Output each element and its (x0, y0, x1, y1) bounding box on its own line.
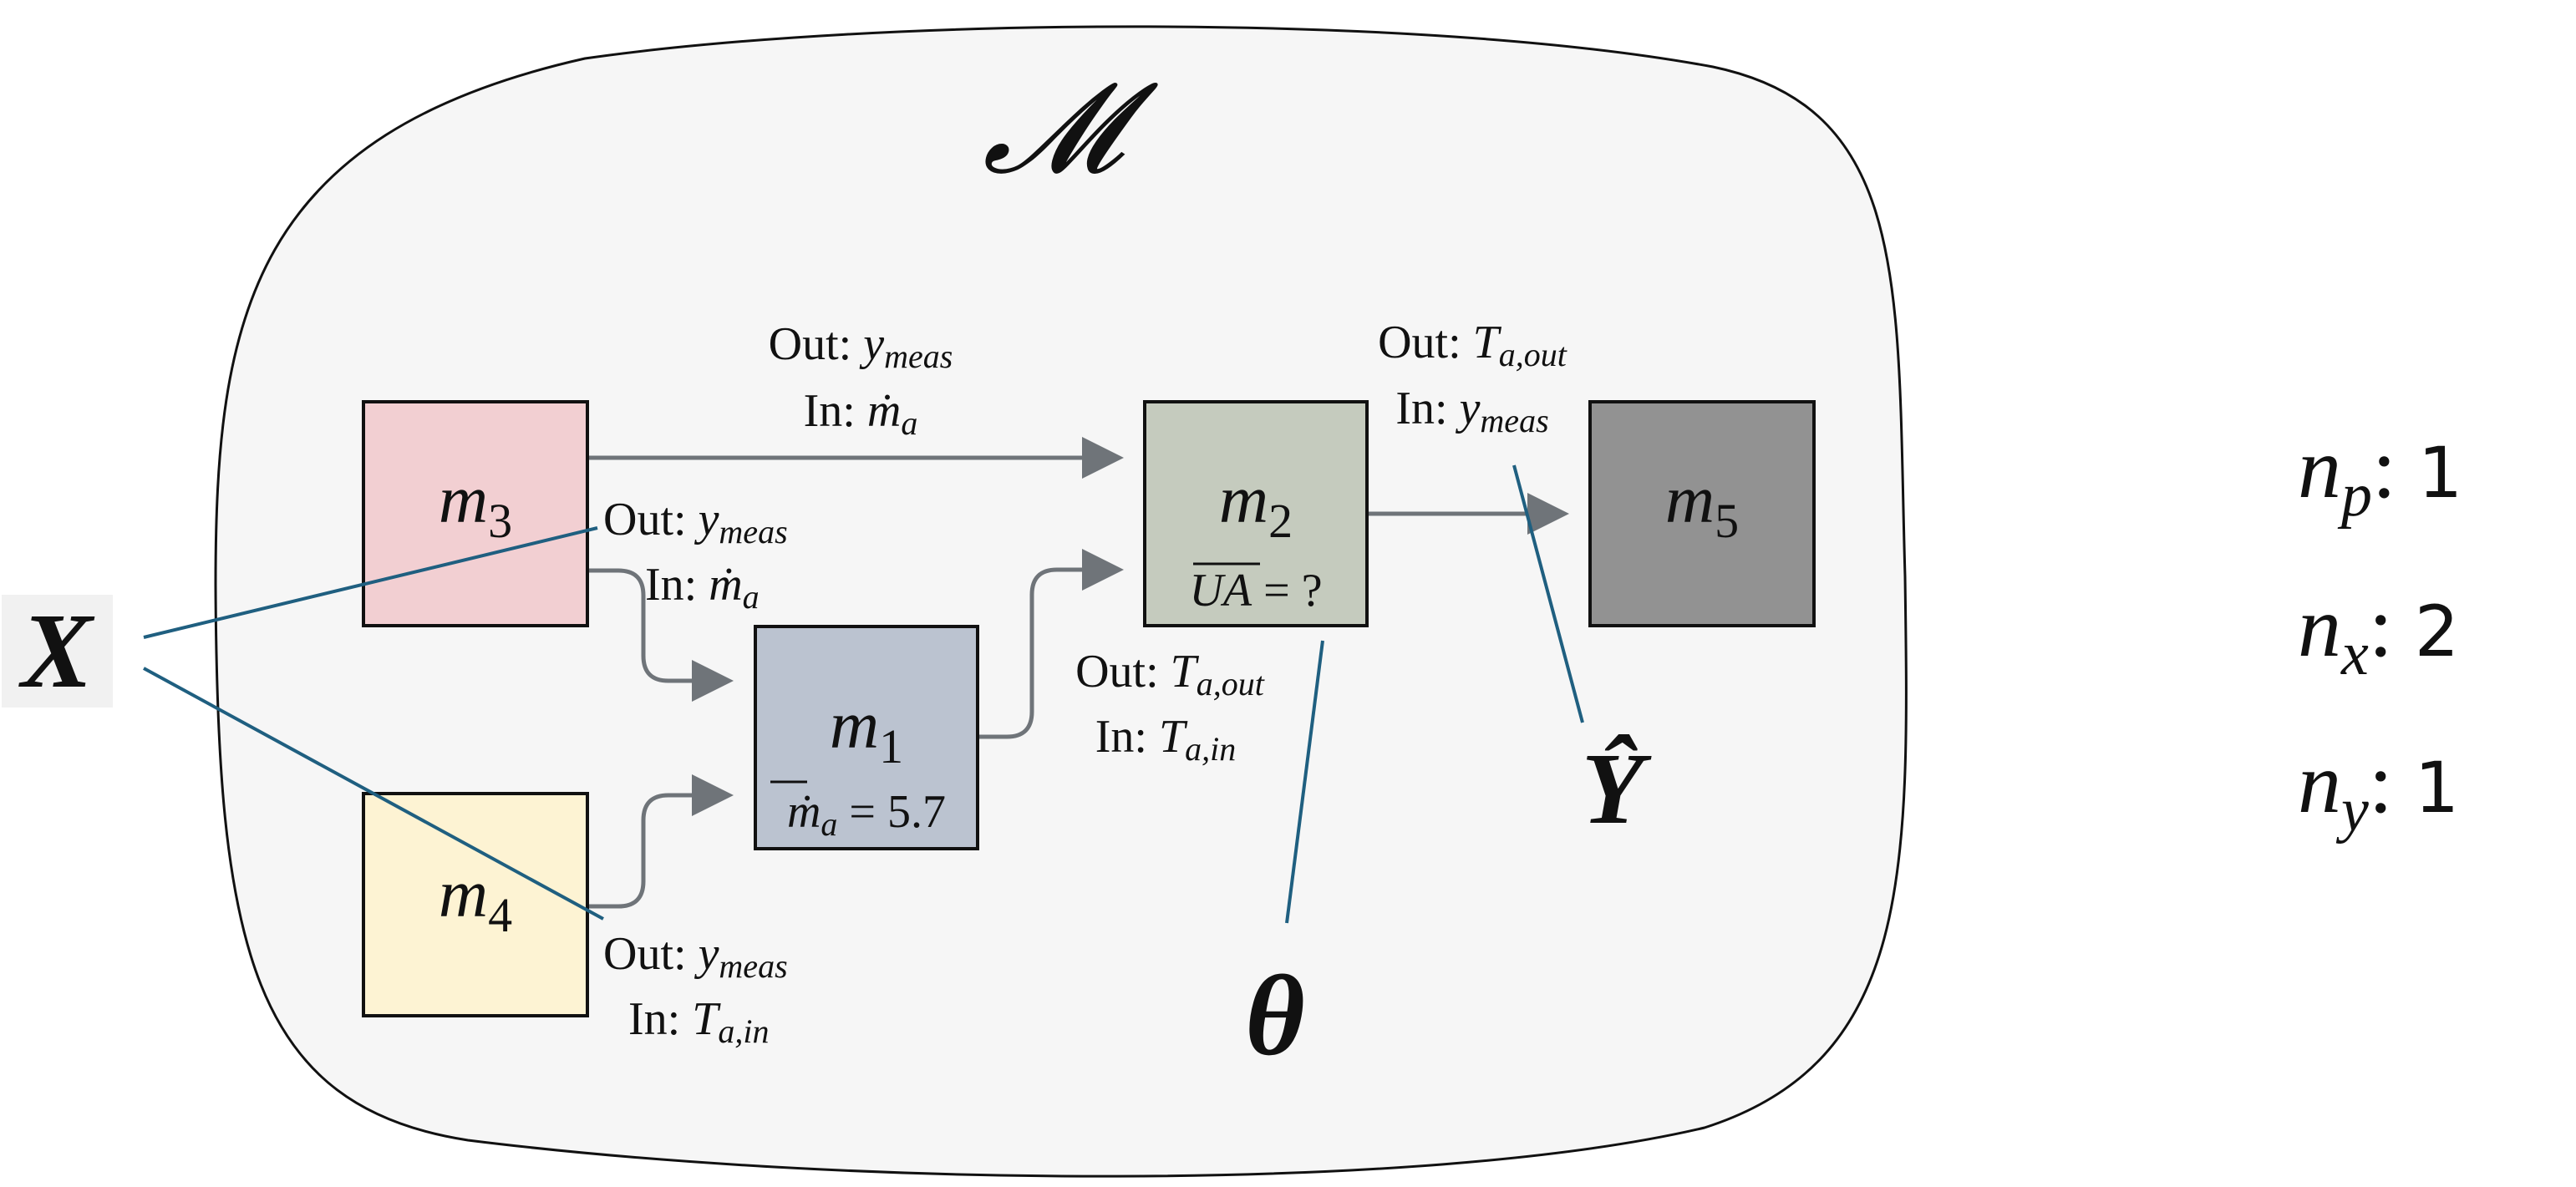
x-label: X (18, 591, 94, 710)
block-m4[interactable]: m4 (362, 792, 589, 1017)
block-m2[interactable]: m2 UA = ? (1143, 400, 1369, 627)
svg-text:In: ṁa: In: ṁa (804, 385, 918, 442)
arrow-m1-m2 (979, 549, 1124, 739)
pointer-theta-to-m2 (1285, 640, 1324, 924)
edge-label-m3-m2: Out: ymeas In: ṁa (769, 318, 953, 442)
svg-text:UA = ?: UA = ? (1189, 565, 1322, 616)
edge-label-m1-m2: Out: Ta,out In: Ta,in (1075, 646, 1265, 768)
flow-arrows (589, 437, 1569, 909)
block-m4-name: m (439, 855, 488, 931)
m1-param-value: = 5.7 (837, 786, 946, 838)
count-nx: nx: 2 (2298, 579, 2459, 688)
block-m1[interactable]: m1 ṁa = 5.7 (754, 625, 979, 850)
svg-text:In: ṁa: In: ṁa (645, 559, 760, 616)
m2-param-symbol: UA (1189, 565, 1252, 616)
edge-label-m3-m1: Out: ymeas In: ṁa (603, 494, 788, 616)
count-ny: ny: 1 (2298, 735, 2459, 845)
svg-text:Out: ymeas: Out: ymeas (603, 494, 788, 550)
counts-panel: np: 1 nx: 2 ny: 1 (2298, 420, 2462, 845)
svg-text:m3: m3 (439, 461, 512, 548)
svg-text:In: Ta,in: In: Ta,in (628, 993, 770, 1050)
m1-param-symbol: ṁ (787, 786, 821, 838)
block-m4-index: 4 (488, 888, 512, 942)
svg-text:ṁa = 5.7: ṁa = 5.7 (787, 786, 946, 843)
pointer-x-to-m3 (143, 526, 598, 639)
count-np: np: 1 (2298, 420, 2462, 530)
svg-text:Out: ymeas: Out: ymeas (603, 928, 788, 985)
theta-label: θ (1245, 951, 1305, 1079)
svg-text:m2: m2 (1219, 461, 1293, 548)
svg-text:In: ymeas: In: ymeas (1395, 383, 1548, 439)
block-m5-index: 5 (1715, 494, 1739, 548)
x-label-box (2, 595, 113, 708)
svg-text:Out: ymeas: Out: ymeas (769, 318, 953, 375)
svg-text:m4: m4 (439, 855, 512, 942)
block-m1-index: 1 (879, 719, 903, 774)
svg-text:Out: Ta,out: Out: Ta,out (1378, 317, 1567, 373)
m1-param-sub: a (821, 805, 837, 843)
block-m3[interactable]: m3 (362, 400, 589, 627)
model-boundary (214, 25, 1908, 1178)
svg-text:m5: m5 (1665, 461, 1739, 548)
pointer-yhat-to-edge (1512, 464, 1584, 723)
pointer-lines (143, 464, 1584, 924)
edge-label-m2-m5: Out: Ta,out In: ymeas (1378, 317, 1567, 439)
block-m3-index: 3 (488, 494, 512, 548)
svg-text:Out: Ta,out: Out: Ta,out (1075, 646, 1265, 703)
arrow-m4-m1 (589, 774, 734, 909)
yhat-label: Ŷ (1582, 733, 1652, 845)
block-m5[interactable]: m5 (1588, 400, 1816, 627)
block-m3-name: m (439, 461, 488, 537)
arrow-m3-m1 (589, 568, 734, 702)
edge-label-m4-m1: Out: ymeas In: Ta,in (603, 928, 788, 1050)
pointer-x-to-m4 (143, 667, 604, 921)
svg-text:In: Ta,in: In: Ta,in (1095, 711, 1237, 768)
m2-param-value: = ? (1252, 565, 1322, 616)
block-m1-name: m (830, 687, 879, 763)
svg-text:m1: m1 (830, 687, 903, 774)
block-m2-name: m (1219, 461, 1268, 537)
block-m5-name: m (1665, 461, 1715, 537)
block-m2-index: 2 (1268, 494, 1293, 548)
